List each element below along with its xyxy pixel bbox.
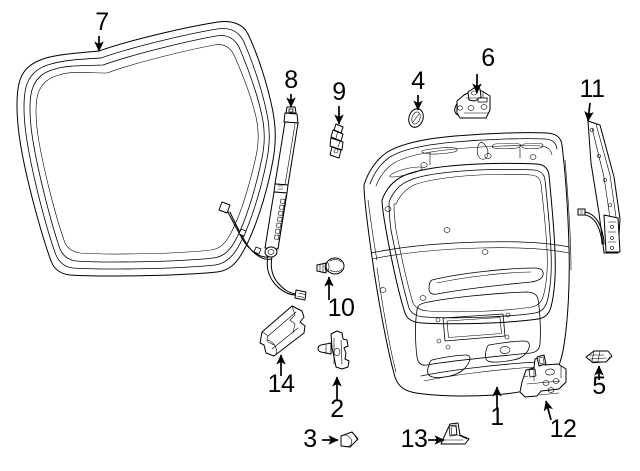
callout-5: 5	[592, 365, 606, 400]
part-14-side-cover-trim	[259, 305, 306, 357]
callout-label-5: 5	[592, 372, 605, 400]
callout-label-8: 8	[284, 66, 297, 94]
callout-label-10: 10	[328, 294, 355, 322]
callout-label-7: 7	[95, 8, 108, 36]
callout-6: 6	[472, 44, 495, 94]
part-3-bushing-plug	[340, 431, 359, 448]
part-2-latch-actuator	[317, 330, 350, 370]
callout-label-11: 11	[580, 75, 605, 103]
part-12-latch-assembly	[519, 354, 567, 398]
part-7-weatherstrip	[16, 21, 276, 277]
callout-layer: 7 8 9 4 6 11 10	[94, 8, 606, 453]
callout-9: 9	[332, 78, 346, 125]
callout-1: 1	[490, 386, 504, 431]
callout-label-14: 14	[268, 370, 295, 398]
callout-12: 12	[543, 400, 577, 443]
part-5-bump-stop-pad	[585, 350, 613, 364]
part-4-oval-grommet	[408, 108, 424, 128]
callout-4: 4	[411, 67, 426, 111]
callout-11: 11	[580, 75, 605, 122]
callout-3: 3	[303, 425, 339, 453]
part-11-side-trim-rail	[577, 120, 621, 254]
callout-label-1: 1	[490, 403, 503, 431]
callout-label-13: 13	[401, 425, 428, 453]
callout-label-12: 12	[550, 415, 577, 443]
callout-label-6: 6	[481, 44, 494, 72]
callout-label-3: 3	[303, 425, 316, 453]
part-13-striker-bracket	[440, 422, 470, 445]
callout-label-4: 4	[411, 67, 425, 95]
callout-13: 13	[401, 425, 445, 453]
part-9-ball-stud-bracket	[329, 123, 344, 159]
callout-label-9: 9	[332, 78, 345, 106]
callout-8: 8	[284, 66, 298, 108]
part-6-liftgate-hinge	[454, 87, 491, 119]
part-1-liftgate-panel	[363, 132, 572, 397]
callout-10: 10	[324, 276, 355, 322]
part-10-shoulder-bolt	[316, 257, 345, 275]
callout-14: 14	[268, 354, 295, 398]
part-8-gas-strut	[218, 106, 307, 301]
callout-2: 2	[330, 376, 344, 423]
callout-label-2: 2	[330, 395, 343, 423]
callout-7: 7	[94, 8, 109, 52]
